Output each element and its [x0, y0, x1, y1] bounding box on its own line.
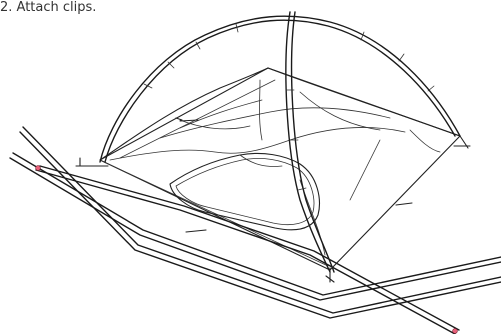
loose-poles [10, 127, 501, 334]
tent-stakes [76, 118, 470, 282]
pole-tip-markers [36, 166, 458, 334]
tent-poles [100, 12, 460, 272]
pole-tip-right [453, 329, 458, 334]
tent-door [170, 153, 319, 229]
pole-tip-left [36, 166, 41, 171]
